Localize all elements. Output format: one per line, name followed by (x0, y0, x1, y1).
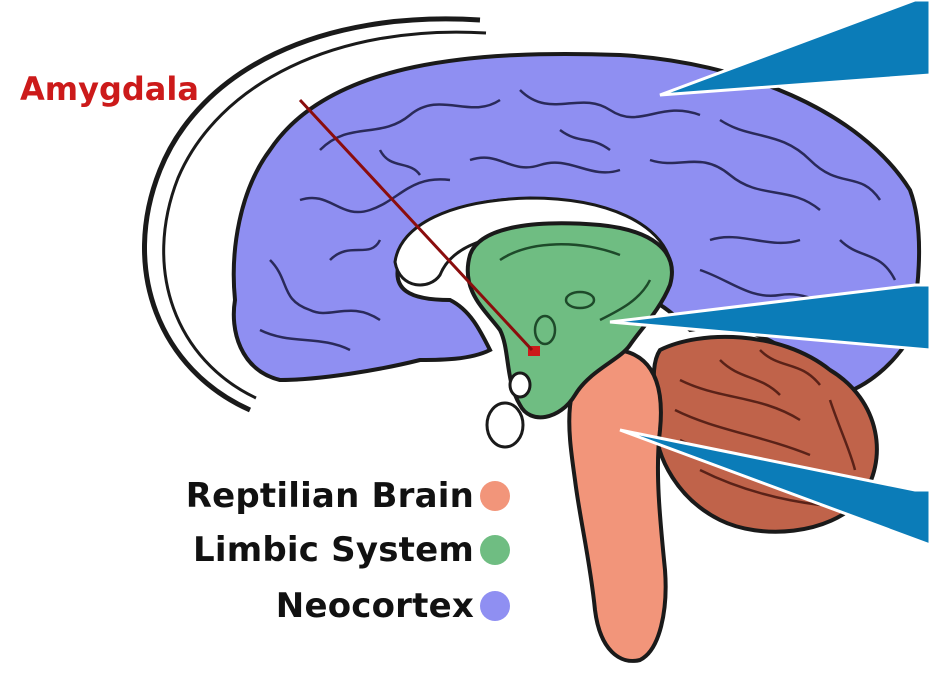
legend-label-limbic: Limbic System (193, 530, 474, 570)
amygdala-label: Amygdala (20, 70, 199, 108)
legend-item-reptilian: Reptilian Brain (70, 476, 510, 516)
legend-item-limbic: Limbic System (70, 530, 510, 570)
legend-dot-neocortex (480, 591, 510, 621)
legend-label-neocortex: Neocortex (276, 586, 474, 626)
legend-dot-reptilian (480, 481, 510, 511)
legend-item-neocortex: Neocortex (70, 586, 510, 626)
reptilian-brain-region (569, 350, 665, 661)
legend-dot-limbic (480, 535, 510, 565)
neocortex-pointer (660, 0, 930, 95)
legend-label-reptilian: Reptilian Brain (186, 476, 474, 516)
